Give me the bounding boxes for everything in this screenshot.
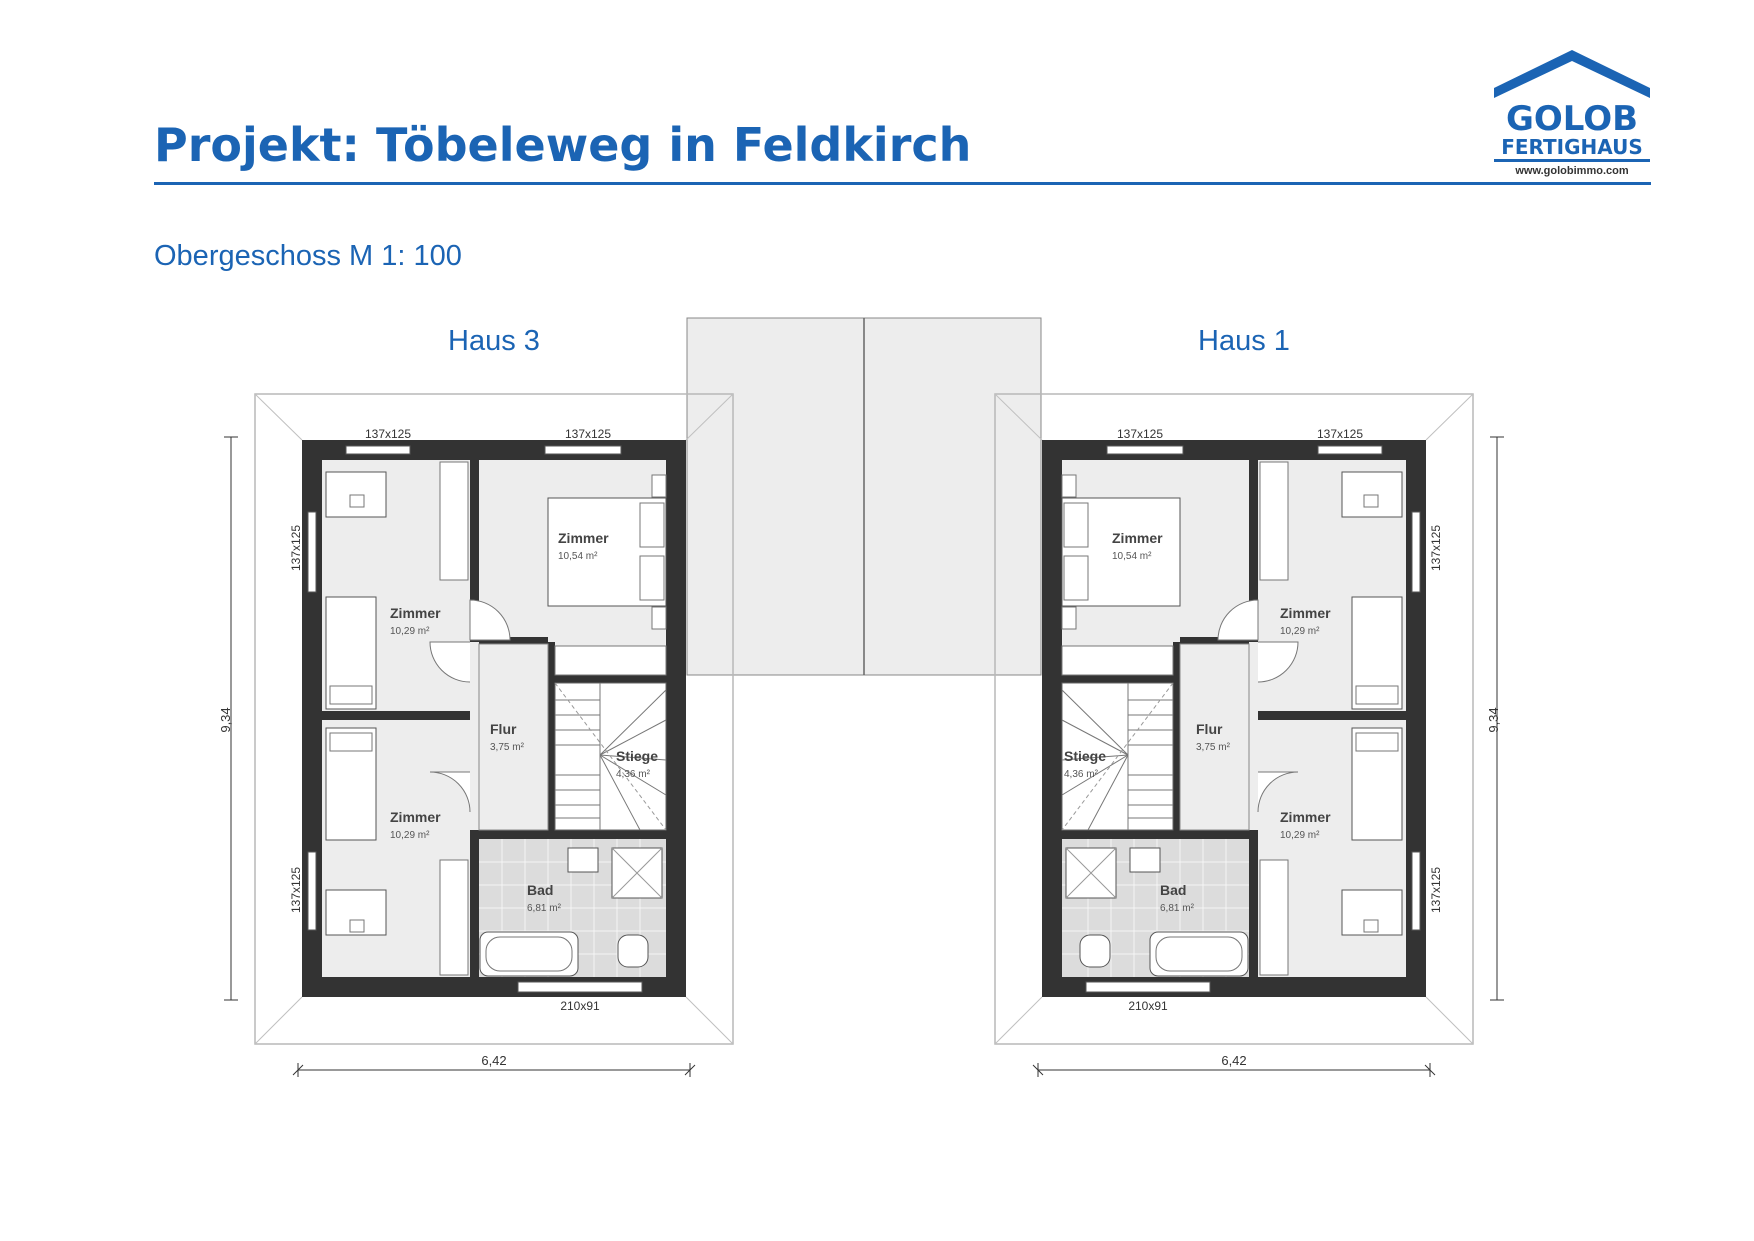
dim-depth-label: 9,34	[218, 707, 233, 732]
room-area: 6,81 m²	[527, 903, 562, 914]
window-label: 210x91	[1128, 999, 1168, 1013]
house-title: Haus 1	[1198, 325, 1290, 357]
golob-logo: GOLOB FERTIGHAUS www.golobimmo.com	[1494, 50, 1650, 177]
logo-divider	[1494, 159, 1650, 162]
room-name: Zimmer	[390, 809, 441, 825]
dim-width-label: 6,42	[1221, 1053, 1246, 1068]
logo-line2: FERTIGHAUS	[1501, 135, 1643, 159]
dim-depth-label: 9,34	[1486, 707, 1501, 732]
house-title: Haus 3	[448, 325, 540, 357]
room-area: 10,29 m²	[390, 626, 430, 637]
room-name: Zimmer	[390, 605, 441, 621]
room-area: 6,81 m²	[1160, 903, 1195, 914]
room-name: Zimmer	[1112, 530, 1163, 546]
floor-subtitle: Obergeschoss M 1: 100	[154, 240, 462, 272]
house-1-plan: Haus 1 137x125 137x125 137x125 137x125 2…	[994, 325, 1505, 1078]
room-name: Stiege	[1064, 748, 1106, 764]
room-area: 10,29 m²	[1280, 626, 1320, 637]
logo-roof-icon	[1494, 50, 1650, 98]
dim-width-label: 6,42	[481, 1053, 506, 1068]
room-area: 10,29 m²	[390, 830, 430, 841]
room-area: 3,75 m²	[490, 742, 525, 753]
logo-line1: GOLOB	[1506, 99, 1638, 139]
room-name: Flur	[490, 721, 517, 737]
room-area: 10,54 m²	[1112, 551, 1152, 562]
window-label: 137x125	[565, 427, 611, 441]
window-label: 137x125	[365, 427, 411, 441]
room-name: Zimmer	[1280, 605, 1331, 621]
window-label: 210x91	[560, 999, 600, 1013]
room-name: Flur	[1196, 721, 1223, 737]
page-title: Projekt: Töbeleweg in Feldkirch	[154, 118, 972, 172]
window-label: 137x125	[289, 525, 303, 571]
window-label: 137x125	[1117, 427, 1163, 441]
house-3-plan: Haus 3 137x125 137x125 137x125 137x125 2…	[218, 325, 734, 1078]
room-area: 3,75 m²	[1196, 742, 1231, 753]
room-name: Bad	[527, 882, 553, 898]
room-name: Zimmer	[1280, 809, 1331, 825]
room-area: 10,54 m²	[558, 551, 598, 562]
window-label: 137x125	[289, 867, 303, 913]
room-area: 4,36 m²	[616, 769, 651, 780]
room-name: Zimmer	[558, 530, 609, 546]
window-label: 137x125	[1429, 867, 1443, 913]
window-label: 137x125	[1429, 525, 1443, 571]
window-label: 137x125	[1317, 427, 1363, 441]
logo-url: www.golobimmo.com	[1514, 165, 1628, 177]
room-area: 10,29 m²	[1280, 830, 1320, 841]
room-name: Bad	[1160, 882, 1186, 898]
room-name: Stiege	[616, 748, 658, 764]
room-area: 4,36 m²	[1064, 769, 1099, 780]
title-underline	[154, 182, 1651, 185]
